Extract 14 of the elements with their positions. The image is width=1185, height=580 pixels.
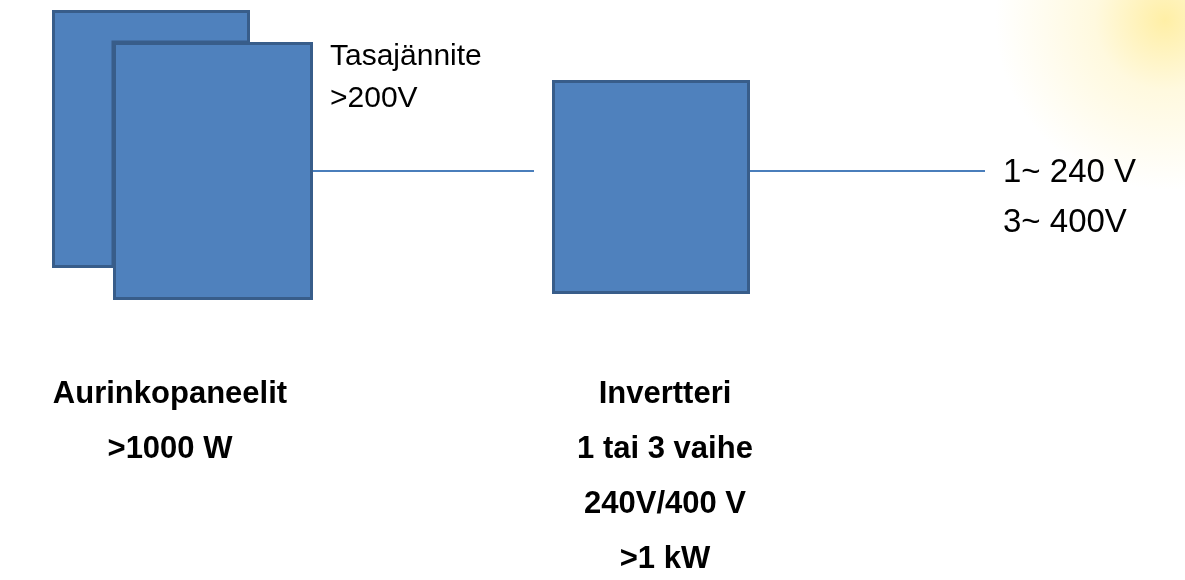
panel-box — [52, 10, 250, 268]
voltage-text: 1~ 240 V — [1003, 151, 1137, 191]
panel-box — [552, 80, 750, 294]
edge-label: Tasajännite >200V — [330, 37, 483, 115]
voltage-text: 3~ 400V — [1003, 201, 1128, 241]
connector-line — [312, 170, 535, 172]
caption-text: Invertteri — [598, 374, 732, 412]
panel-box — [113, 42, 313, 300]
caption-text: 1 tai 3 vaihe — [577, 429, 753, 467]
caption-text: >1000 W — [107, 429, 233, 467]
caption-text: 240V/400 V — [584, 484, 746, 522]
connector-line — [749, 170, 986, 172]
caption-text: >1 kW — [619, 539, 711, 577]
caption-text: Aurinkopaneelit — [52, 374, 288, 412]
